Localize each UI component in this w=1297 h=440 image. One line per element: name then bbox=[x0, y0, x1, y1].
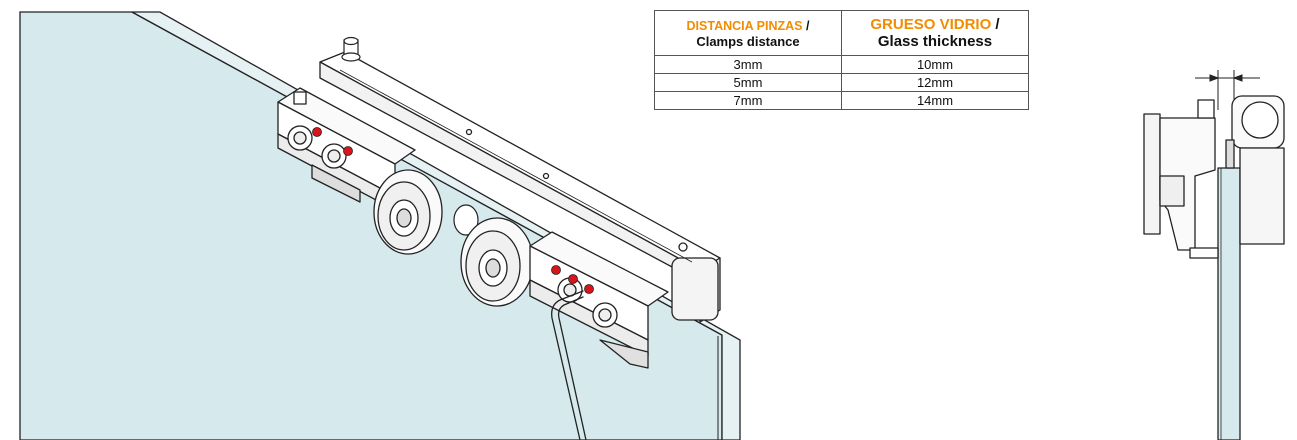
roller-wheel-left bbox=[373, 169, 443, 255]
allen-key-icon bbox=[551, 290, 587, 440]
spacer-cylinder bbox=[453, 204, 479, 236]
glass-thickness-cell: 10mm bbox=[841, 55, 1029, 74]
header-clamps-distance: DISTANCIA PINZAS / Clamps distance bbox=[654, 10, 842, 56]
clamp-rail bbox=[319, 51, 721, 323]
clamp-spec-table: DISTANCIA PINZAS / Clamps distance GRUES… bbox=[654, 10, 1029, 110]
table-row: 5mm 12mm bbox=[654, 73, 1029, 92]
header-en-text: Clamps distance bbox=[696, 33, 800, 49]
table-header-row: DISTANCIA PINZAS / Clamps distance GRUES… bbox=[654, 10, 1029, 56]
side-section-view bbox=[1143, 95, 1285, 440]
clamps-distance-cell: 5mm bbox=[654, 73, 842, 92]
header-separator: / bbox=[991, 15, 1000, 33]
top-pin bbox=[341, 36, 361, 62]
clamps-distance-cell: 7mm bbox=[654, 91, 842, 110]
clamps-distance-cell: 3mm bbox=[654, 55, 842, 74]
header-separator: / bbox=[802, 19, 810, 34]
right-clamp-block bbox=[529, 231, 669, 369]
header-es-text: DISTANCIA PINZAS bbox=[686, 19, 803, 34]
glass-panel bbox=[19, 11, 741, 440]
table-row: 7mm 14mm bbox=[654, 91, 1029, 110]
header-en-text: Glass thickness bbox=[877, 32, 993, 50]
header-es-text: GRUESO VIDRIO bbox=[870, 15, 992, 33]
dimension-arrow-icon bbox=[1195, 70, 1260, 110]
header-glass-thickness: GRUESO VIDRIO / Glass thickness bbox=[841, 10, 1029, 56]
left-clamp-block bbox=[277, 87, 416, 211]
glass-thickness-cell: 14mm bbox=[841, 91, 1029, 110]
glass-thickness-cell: 12mm bbox=[841, 73, 1029, 92]
roller-wheel-right bbox=[460, 217, 534, 307]
table-row: 3mm 10mm bbox=[654, 55, 1029, 74]
